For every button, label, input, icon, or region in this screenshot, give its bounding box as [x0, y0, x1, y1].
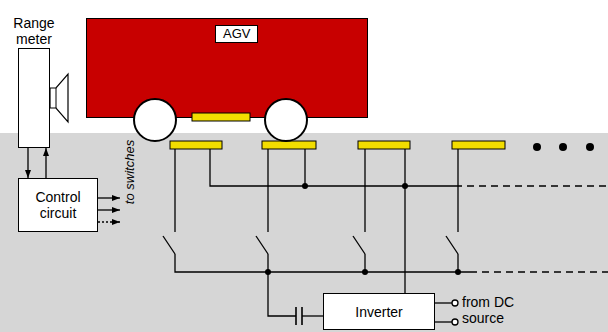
source-label: from DC source: [462, 294, 534, 326]
continuation-dots: [533, 143, 594, 151]
signal-label: to switches: [122, 140, 138, 204]
device-name: Range meter: [4, 15, 64, 47]
junction-dots: [265, 183, 461, 275]
speaker-symbol: [56, 88, 57, 108]
floor-coils: [170, 141, 505, 149]
signal-arrow: [27, 148, 28, 178]
vehicle-name: AGV: [215, 25, 258, 43]
signal-arrow: [45, 148, 46, 178]
box-label: Control circuit: [23, 189, 93, 221]
agv-body: AGV: [86, 18, 368, 118]
floor: [0, 133, 608, 332]
inverter-box: Inverter: [323, 293, 435, 330]
control-box: Control circuit: [18, 178, 98, 232]
range-meter: Range meter: [18, 48, 50, 148]
speaker-symbol: [50, 74, 68, 122]
box-label: Inverter: [355, 304, 402, 320]
